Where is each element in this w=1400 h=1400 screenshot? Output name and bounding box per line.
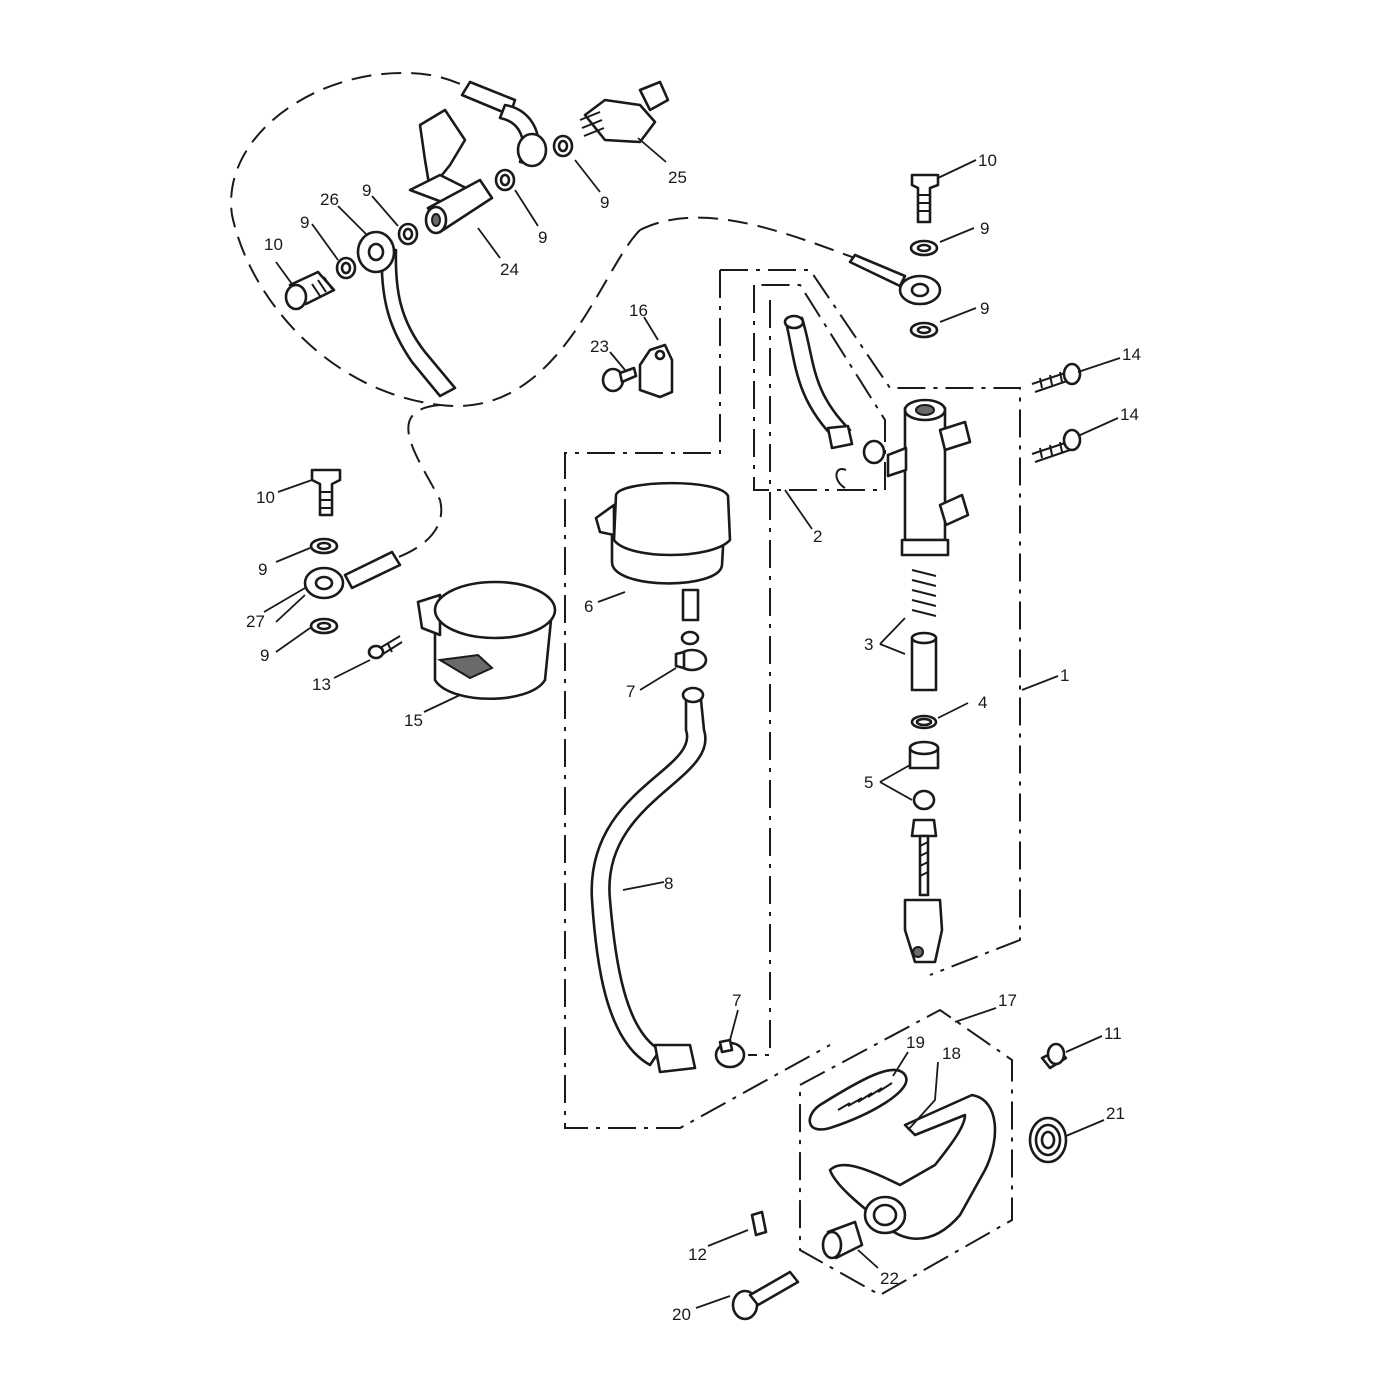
mounting-screw-14-upper [1031, 362, 1082, 393]
brake-pedal-18 [828, 1093, 997, 1241]
callout-4: 4 [978, 693, 987, 712]
callout-23: 23 [590, 337, 609, 356]
reservoir-6 [594, 481, 732, 646]
reservoir-cover-15 [416, 580, 557, 701]
callout-9-f: 9 [600, 193, 609, 212]
leader-lines [263, 137, 1121, 1309]
callout-13: 13 [312, 675, 331, 694]
piston-spring-3 [910, 569, 938, 692]
screw-13 [367, 635, 403, 660]
callout-26: 26 [320, 190, 339, 209]
seal-ring-4 [910, 714, 938, 730]
callout-20: 20 [672, 1305, 691, 1324]
pedal-rubber-19 [808, 1068, 908, 1131]
callout-9-c: 9 [300, 213, 309, 232]
callout-9-a: 9 [980, 219, 989, 238]
mounting-screw-14-lower [1031, 428, 1082, 463]
hose-clamp-7-lower [714, 1038, 746, 1069]
callout-22: 22 [880, 1269, 899, 1288]
callout-8: 8 [664, 874, 673, 893]
reservoir-connector-2 [783, 314, 886, 489]
callout-14-upper: 14 [1122, 345, 1141, 364]
brake-hose-lower-outline [369, 216, 861, 566]
callout-11: 11 [1104, 1024, 1122, 1043]
banjo-bolt-10-right [848, 173, 942, 339]
banjo-bolt-10-lower [303, 468, 402, 635]
callout-12: 12 [688, 1245, 707, 1264]
callout-9-d: 9 [362, 181, 371, 200]
screw-23 [601, 366, 638, 393]
callout-27: 27 [246, 612, 265, 631]
callout-9-b: 9 [980, 299, 989, 318]
banjo-fitting-26 [356, 230, 396, 274]
hose-clip-16 [638, 343, 674, 399]
callout-9-e: 9 [538, 228, 547, 247]
hose-adapter-24 [424, 178, 494, 235]
pedal-group-outline [799, 1008, 1013, 1297]
callout-18: 18 [942, 1044, 961, 1063]
pressure-switch-25 [516, 80, 670, 168]
callout-25: 25 [668, 168, 687, 187]
sealing-washers-upper [335, 134, 574, 280]
brake-hose-group-outline [230, 72, 641, 408]
callout-3: 3 [864, 635, 873, 654]
reservoir-hose-group-outline [748, 284, 886, 1056]
callout-2: 2 [813, 527, 822, 546]
reservoir-hose-8 [590, 686, 707, 1074]
clevis-pin-20 [731, 1270, 800, 1321]
callout-10-right: 10 [978, 151, 997, 170]
callout-14-lower: 14 [1120, 405, 1139, 424]
hose-clamp-7-upper [674, 648, 708, 672]
banjo-bolt-10-left [284, 270, 336, 311]
pushrod-assembly-5 [903, 740, 944, 964]
return-spring-21 [1028, 1116, 1068, 1164]
callout-9-g: 9 [258, 560, 267, 579]
callout-19: 19 [906, 1033, 925, 1052]
callout-21: 21 [1106, 1104, 1125, 1123]
callout-16: 16 [629, 301, 648, 320]
callout-1: 1 [1060, 666, 1069, 685]
callout-10-lower: 10 [256, 488, 275, 507]
callout-6: 6 [584, 597, 593, 616]
callout-15: 15 [404, 711, 423, 730]
callout-17: 17 [998, 991, 1017, 1010]
callout-10-left: 10 [264, 235, 283, 254]
master-cylinder-assembly-outline [564, 269, 1021, 1129]
clip-12 [750, 1210, 768, 1237]
callout-7-upper: 7 [626, 682, 635, 701]
pivot-bush-22 [821, 1220, 864, 1260]
master-cylinder-body-1 [886, 398, 972, 557]
callout-7-lower: 7 [732, 991, 741, 1010]
callout-labels: 1 2 3 4 5 6 7 7 8 9 9 9 9 9 9 9 9 10 10 … [246, 151, 1141, 1324]
pivot-bolt-11 [1040, 1042, 1068, 1070]
callout-5: 5 [864, 773, 873, 792]
callout-24: 24 [500, 260, 519, 279]
callout-9-h: 9 [260, 646, 269, 665]
